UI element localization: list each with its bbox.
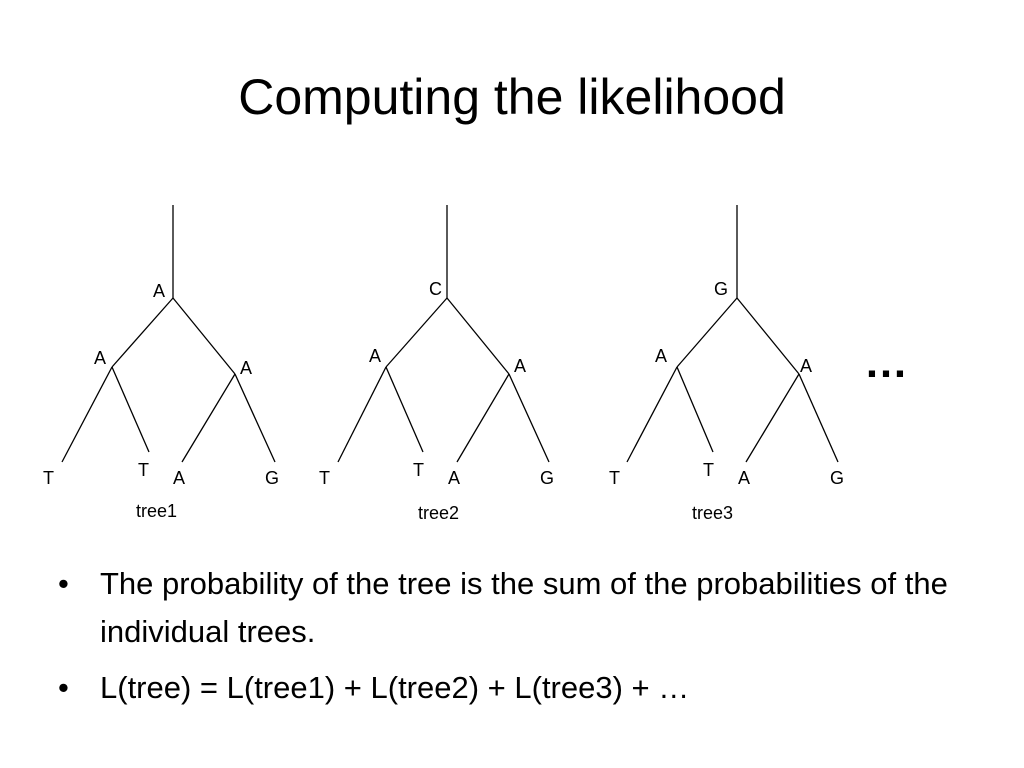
- tree-1-left-internal-label: A: [94, 348, 106, 368]
- bullet-text: L(tree) = L(tree1) + L(tree2) + L(tree3)…: [100, 670, 690, 705]
- tree-2-edge-leaf-2: [385, 366, 424, 453]
- tree-1-leaf-label-4: G: [265, 468, 279, 488]
- bullet-list: • The probability of the tree is the sum…: [58, 560, 958, 720]
- bullet-marker: •: [58, 566, 69, 601]
- tree-1-caption: tree1: [136, 501, 177, 521]
- tree-1-right-internal-label: A: [240, 358, 252, 378]
- tree-1-root-label: A: [153, 281, 165, 301]
- tree-3-edge-leaf-2: [676, 366, 714, 453]
- bullet-text: The probability of the tree is the sum o…: [100, 566, 948, 649]
- tree-1-leaf-label-3: A: [173, 468, 185, 488]
- tree-1: A A A T T A G tree1: [43, 205, 279, 521]
- tree-2-edge-leaf-4: [508, 373, 550, 463]
- tree-3-leaf-label-1: T: [609, 468, 620, 488]
- tree-1-edge-leaf-1: [61, 366, 113, 463]
- tree-3-edge-root-left: [676, 297, 738, 368]
- tree-3-right-internal-label: A: [800, 356, 812, 376]
- tree-1-edge-leaf-3: [181, 373, 236, 463]
- tree-2-leaf-label-4: G: [540, 468, 554, 488]
- tree-3-edge-leaf-4: [798, 373, 839, 463]
- tree-3-edge-leaf-3: [745, 373, 800, 463]
- tree-3: G A A T T A G tree3: [609, 205, 844, 523]
- tree-3-leaf-label-2: T: [703, 460, 714, 480]
- tree-3-left-internal-label: A: [655, 346, 667, 366]
- tree-3-edge-leaf-1: [626, 366, 678, 463]
- tree-2-leaf-label-2: T: [413, 460, 424, 480]
- tree-1-edge-root-left: [111, 297, 174, 368]
- tree-2-leaf-label-3: A: [448, 468, 460, 488]
- tree-diagrams: A A A T T A G tree1 C A A T T A G tree2 …: [43, 205, 844, 523]
- tree-3-root-label: G: [714, 279, 728, 299]
- tree-2-left-internal-label: A: [369, 346, 381, 366]
- tree-2-right-internal-label: A: [514, 356, 526, 376]
- more-trees-ellipsis: …: [864, 338, 908, 387]
- bullet-marker: •: [58, 670, 69, 705]
- tree-1-edge-root-right: [172, 297, 236, 375]
- tree-3-edge-root-right: [736, 297, 800, 375]
- tree-3-caption: tree3: [692, 503, 733, 523]
- bullet-item: • The probability of the tree is the sum…: [58, 560, 958, 656]
- tree-1-edge-leaf-2: [111, 366, 150, 453]
- tree-2-edge-root-left: [385, 297, 448, 368]
- tree-2-leaf-label-1: T: [319, 468, 330, 488]
- tree-2-edge-leaf-3: [456, 373, 510, 463]
- tree-1-leaf-label-2: T: [138, 460, 149, 480]
- tree-3-leaf-label-4: G: [830, 468, 844, 488]
- tree-2-edge-root-right: [446, 297, 510, 375]
- slide-title: Computing the likelihood: [238, 69, 786, 125]
- tree-1-leaf-label-1: T: [43, 468, 54, 488]
- tree-3-leaf-label-3: A: [738, 468, 750, 488]
- tree-2-edge-leaf-1: [337, 366, 387, 463]
- tree-2-root-label: C: [429, 279, 442, 299]
- tree-1-edge-leaf-4: [234, 373, 276, 463]
- tree-2-caption: tree2: [418, 503, 459, 523]
- tree-2: C A A T T A G tree2: [319, 205, 554, 523]
- bullet-item: • L(tree) = L(tree1) + L(tree2) + L(tree…: [58, 664, 958, 712]
